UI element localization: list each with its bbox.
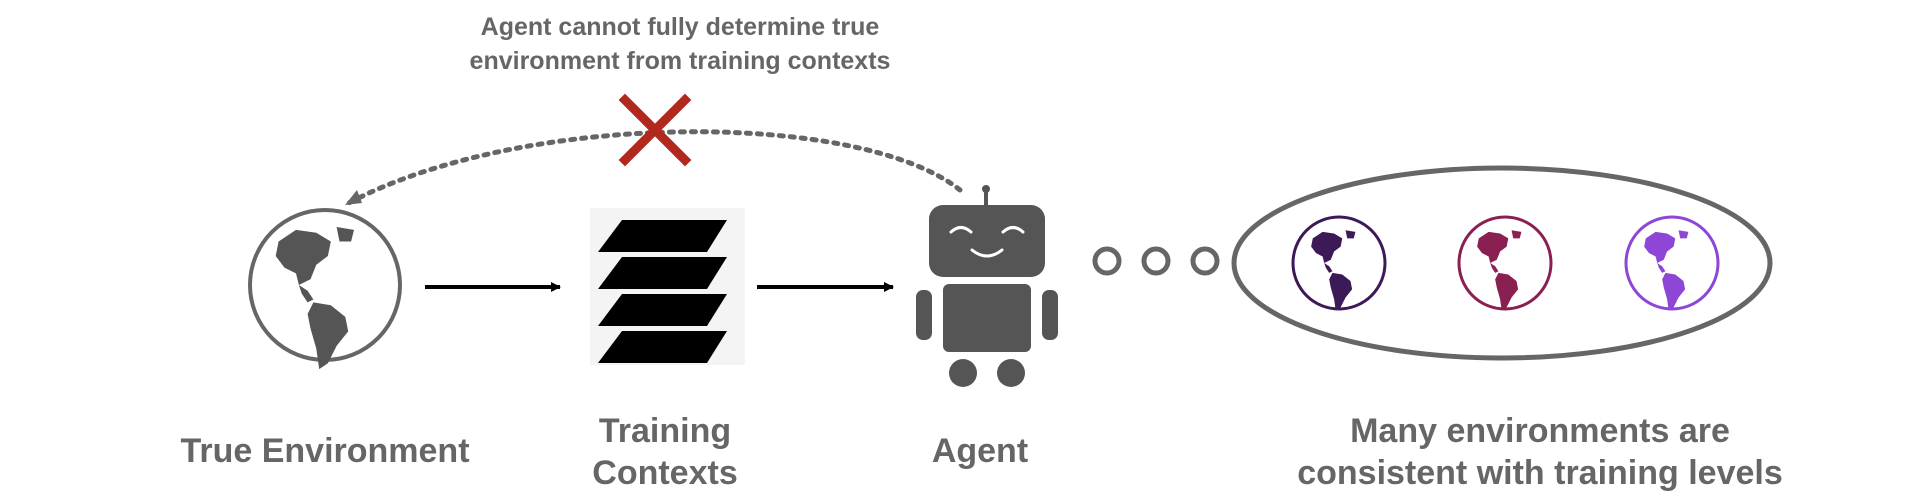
- many-environments-label: Many environments are consistent with tr…: [1230, 410, 1850, 494]
- red-cross-icon: [618, 93, 692, 167]
- dotted-feedback-arc: [342, 129, 963, 208]
- robot-agent-icon: [916, 185, 1058, 387]
- training-contexts-stack-icon: [590, 208, 745, 365]
- top-caption-line1: Agent cannot fully determine true: [480, 13, 880, 41]
- true-environment-label: True Environment: [180, 432, 470, 470]
- true-environment-globe-icon: [248, 208, 402, 370]
- top-caption-line2: environment from training contexts: [469, 47, 891, 75]
- training-contexts-label-line2: Contexts: [592, 454, 738, 492]
- thought-bubble-dots: [1092, 246, 1220, 276]
- many-environments-label-line2: consistent with training levels: [1297, 454, 1783, 492]
- many-environments-label-line1: Many environments are: [1350, 412, 1730, 450]
- candidate-globe-3-icon: [1624, 215, 1720, 311]
- training-contexts-label-line1: Training: [598, 412, 732, 450]
- training-contexts-label: Training Contexts: [540, 410, 790, 494]
- dotted-arc-arrowhead: [345, 190, 362, 205]
- candidate-globe-2-icon: [1457, 215, 1553, 311]
- top-caption: Agent cannot fully determine true enviro…: [330, 10, 1030, 78]
- agent-label: Agent: [931, 432, 1029, 470]
- candidate-globe-1-icon: [1291, 215, 1387, 311]
